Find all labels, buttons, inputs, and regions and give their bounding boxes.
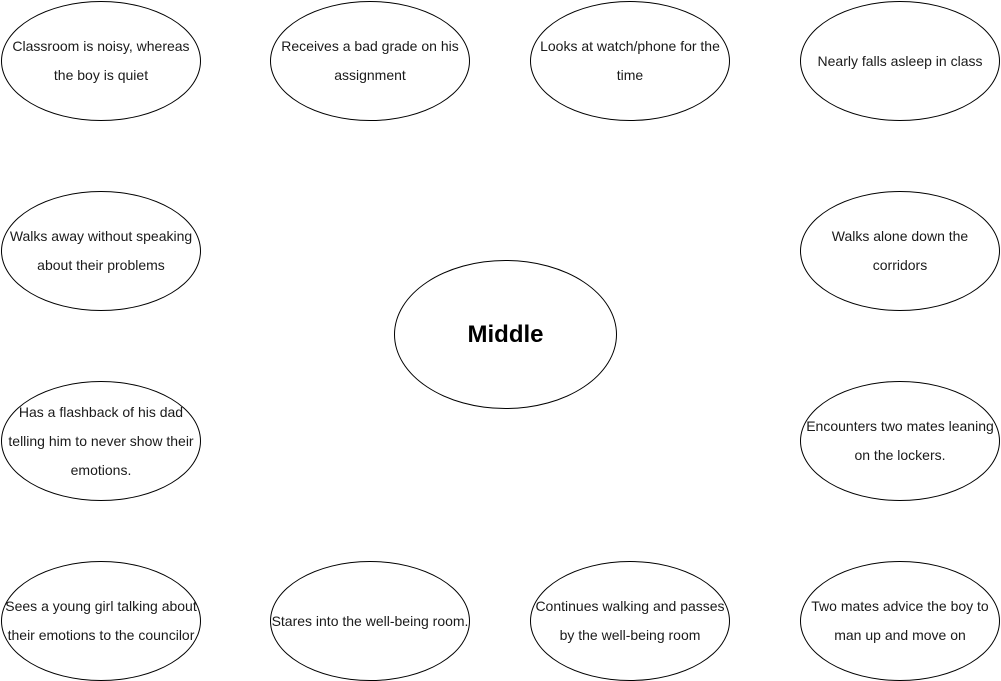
event-node[interactable]: Walks away without speaking about their … — [1, 191, 201, 311]
event-node-label: Looks at watch/phone for the time — [540, 38, 720, 83]
event-node[interactable]: Stares into the well-being room. — [270, 561, 470, 681]
event-node-label: Walks away without speaking about their … — [9, 228, 193, 273]
central-topic-label: Middle — [467, 320, 544, 348]
event-node[interactable]: Encounters two mates leaning on the lock… — [800, 381, 1000, 501]
event-node[interactable]: Walks alone down the corridors — [800, 191, 1000, 311]
event-node-label: Has a flashback of his dad telling him t… — [8, 403, 194, 478]
event-node-label: Nearly falls asleep in class — [817, 52, 983, 69]
event-node-label: Walks alone down the corridors — [831, 228, 969, 273]
event-node-label: Receives a bad grade on his assignment — [281, 38, 459, 83]
event-node[interactable]: Continues walking and passes by the well… — [530, 561, 730, 681]
central-topic-node[interactable]: Middle — [394, 260, 617, 409]
event-node-label: Stares into the well-being room. — [271, 612, 469, 629]
event-node[interactable]: Has a flashback of his dad telling him t… — [1, 381, 201, 501]
event-node-label: Two mates advice the boy to man up and m… — [811, 598, 989, 643]
event-node-label: Sees a young girl talking about their em… — [5, 598, 197, 643]
event-node-label: Continues walking and passes by the well… — [535, 598, 725, 643]
event-node[interactable]: Nearly falls asleep in class — [800, 1, 1000, 121]
event-node[interactable]: Two mates advice the boy to man up and m… — [800, 561, 1000, 681]
event-node[interactable]: Classroom is noisy, whereas the boy is q… — [1, 1, 201, 121]
event-node[interactable]: Sees a young girl talking about their em… — [1, 561, 201, 681]
event-node-label: Encounters two mates leaning on the lock… — [806, 418, 994, 463]
event-node-label: Classroom is noisy, whereas the boy is q… — [12, 38, 190, 83]
event-node[interactable]: Looks at watch/phone for the time — [530, 1, 730, 121]
event-node[interactable]: Receives a bad grade on his assignment — [270, 1, 470, 121]
